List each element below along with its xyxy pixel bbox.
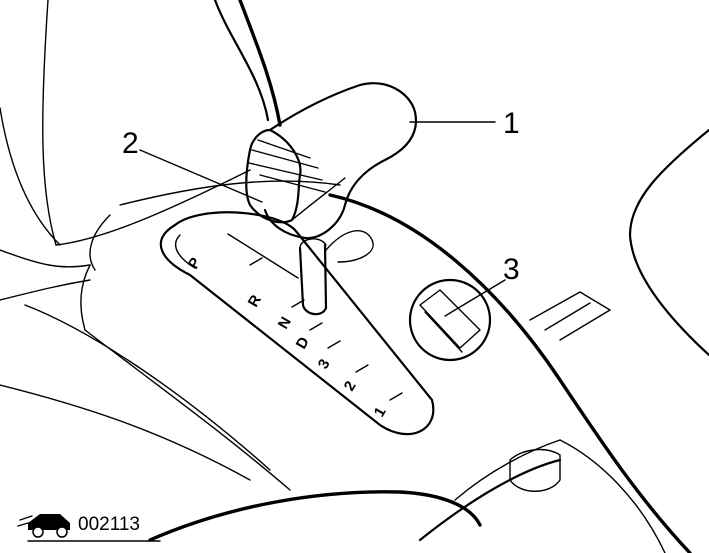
figure-code-group: 002113 <box>17 514 161 542</box>
gear-position-2: 2 <box>341 378 360 394</box>
gear-position-r: R <box>245 292 265 310</box>
gear-position-d: D <box>293 334 313 352</box>
callout-number-1: 1 <box>503 107 520 140</box>
callout-number-2: 2 <box>122 127 139 160</box>
shift-lock-button <box>408 278 492 362</box>
shift-lever-handle <box>245 82 418 240</box>
gear-position-p: P <box>185 255 205 272</box>
gear-position-1: 1 <box>371 404 390 420</box>
gear-position-3: 3 <box>315 356 334 372</box>
callout-numbers: 1 2 3 <box>122 107 520 286</box>
gear-position-labels: P R N D 3 2 1 <box>185 255 390 420</box>
car-icon <box>17 514 70 538</box>
gear-position-n: N <box>275 314 295 332</box>
shift-lever-shaft <box>298 230 374 316</box>
callout-number-3: 3 <box>503 253 520 286</box>
callout-leaders <box>139 121 506 317</box>
figure-code: 002113 <box>78 514 140 535</box>
callout-3-leader <box>444 279 506 317</box>
dashboard-left-outline <box>0 0 282 246</box>
steering-wheel-rim <box>148 490 482 542</box>
right-side-trim <box>509 128 709 492</box>
callout-2-leader <box>139 149 263 203</box>
gear-gate-plate <box>159 211 435 436</box>
center-console <box>0 180 692 553</box>
